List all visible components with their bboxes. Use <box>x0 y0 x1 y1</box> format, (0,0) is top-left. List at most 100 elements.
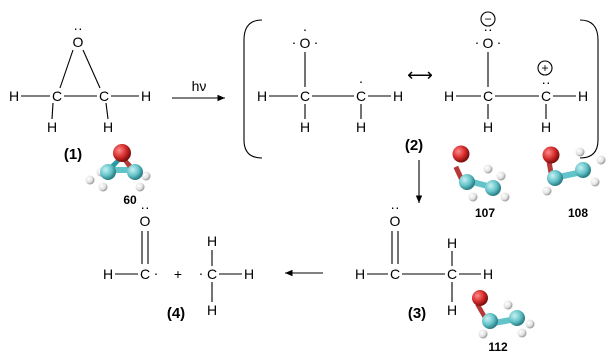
carbon-atom <box>127 164 143 180</box>
atom-h-1b: H <box>141 88 151 104</box>
hydrogen-atom <box>98 182 108 192</box>
atom-c-2a: C <box>300 88 310 104</box>
atom-o-4: O <box>140 213 151 229</box>
model-108: 108 <box>542 146 606 220</box>
hydrogen-atom <box>525 319 535 329</box>
atom-h-3a: H <box>355 266 365 282</box>
lone-pair-2b-right: · <box>497 34 502 50</box>
structure-2-resonance: O · · · C H H C · H H ⟷ − O · · ·· C H H… <box>243 11 599 159</box>
carbon-atom <box>485 180 501 196</box>
atom-h-2b: H <box>300 119 310 135</box>
atom-h-2h: H <box>541 119 551 135</box>
carbon-atom <box>509 310 525 326</box>
atom-h-3c: H <box>483 266 493 282</box>
atom-h-1a: H <box>9 88 19 104</box>
model-number-112: 112 <box>488 340 508 354</box>
carbon-atom <box>482 313 498 329</box>
photolysis-arrow: hν <box>172 78 225 102</box>
oxygen-atom <box>472 290 488 306</box>
hydrogen-atom <box>575 147 585 157</box>
hydrogen-atom <box>503 300 513 310</box>
lone-pair-2b-left: · <box>475 34 480 50</box>
hydrogen-atom <box>85 175 95 185</box>
atom-h-2f: H <box>483 119 493 135</box>
model-number-60: 60 <box>123 193 137 207</box>
structure-4-label: (4) <box>167 305 185 322</box>
oxygen-atom <box>452 145 470 163</box>
carbon-atom <box>100 164 116 180</box>
hydrogen-atom <box>596 155 606 165</box>
condition-label: hν <box>192 78 207 94</box>
structure-1-label: (1) <box>64 146 82 163</box>
structure-2-label: (2) <box>405 137 423 154</box>
hydrogen-atom <box>496 171 506 181</box>
atom-h-4b: H <box>207 233 217 249</box>
lone-pair-3: ·· <box>390 199 399 215</box>
structure-3-acetaldehyde: O ·· C H C H H H (3) <box>355 199 493 322</box>
atom-o-1: O <box>73 34 84 50</box>
atom-o-2b: O <box>483 35 494 51</box>
right-bracket <box>579 19 599 159</box>
hydrogen-atom <box>517 328 527 338</box>
hydrogen-atom <box>468 192 478 202</box>
lone-pair-4: ·· <box>140 199 149 215</box>
model-107: 107 <box>452 145 510 220</box>
model-112: 112 <box>472 290 535 354</box>
atom-h-4d: H <box>207 302 217 318</box>
model-number-108: 108 <box>568 206 588 220</box>
carbon-atom <box>459 174 475 190</box>
left-bracket <box>243 19 263 159</box>
atom-h-1c: H <box>47 119 57 135</box>
hydrogen-atom <box>135 182 145 192</box>
carbon-atom <box>547 170 563 186</box>
atom-c-1a: C <box>52 88 62 104</box>
negative-charge-sign: − <box>484 12 491 26</box>
hydrogen-atom <box>590 177 600 187</box>
model-number-107: 107 <box>475 206 495 220</box>
lone-pair-1: ·· <box>73 20 82 36</box>
oxygen-atom <box>113 144 131 162</box>
oxygen-atom <box>542 146 560 164</box>
bond-o-c <box>82 49 101 89</box>
atom-h-3d: H <box>447 302 457 318</box>
radical-2b: · <box>359 73 364 89</box>
atom-h-2e: H <box>444 88 454 104</box>
radical-4a: · <box>154 265 159 281</box>
hydrogen-atom <box>483 164 493 174</box>
atom-h-4a: H <box>103 266 113 282</box>
carbon-atom <box>575 162 591 178</box>
positive-charge-sign: + <box>541 61 548 75</box>
hydrogen-atom <box>141 171 151 181</box>
atom-o-2a: O <box>300 35 311 51</box>
atom-c-1b: C <box>99 88 109 104</box>
atom-c-4b: C <box>207 266 217 282</box>
bond-c-h <box>51 102 54 120</box>
hydrogen-atom <box>500 192 510 202</box>
atom-o-3: O <box>390 213 401 229</box>
hydrogen-atom <box>542 186 552 196</box>
lone-pair-2d: ·· <box>541 74 550 90</box>
atom-h-1d: H <box>103 119 113 135</box>
structure-1-oxirane: O ·· C C H H H H (1) <box>9 20 151 163</box>
model-60: 60 <box>85 144 151 207</box>
lone-pair-2a-right: · <box>314 34 319 50</box>
atom-c-3b: C <box>447 266 457 282</box>
bond-o-c <box>59 49 74 89</box>
atom-h-2c: H <box>393 88 403 104</box>
positive-charge <box>537 60 553 76</box>
atom-c-2c: C <box>483 88 493 104</box>
structure-4-radicals: O ·· C · H + · C H H H (4) <box>103 199 254 322</box>
lone-pair-2a-top: · <box>303 21 308 37</box>
atom-c-4a: C <box>140 266 150 282</box>
resonance-arrow: ⟷ <box>407 65 433 85</box>
atom-h-2g: H <box>578 88 588 104</box>
lone-pair-2b-top: ·· <box>483 21 492 37</box>
radical-4b: · <box>199 265 204 281</box>
atom-c-2b: C <box>356 88 366 104</box>
structure-3-label: (3) <box>408 305 426 322</box>
atom-h-2a: H <box>257 88 267 104</box>
atom-h-2d: H <box>356 119 366 135</box>
atom-h-3b: H <box>447 235 457 251</box>
hydrogen-atom <box>478 329 488 339</box>
